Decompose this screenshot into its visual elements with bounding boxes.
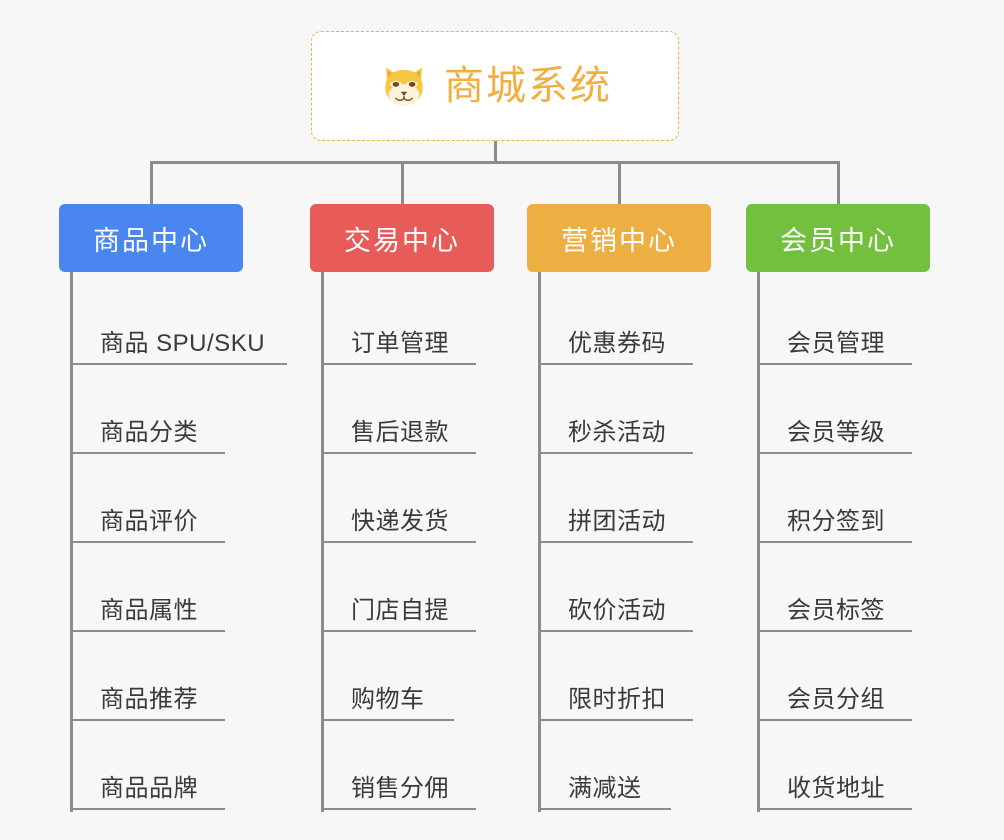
list-item[interactable]: 秒杀活动 — [539, 365, 693, 454]
connector-drop-3 — [618, 161, 621, 206]
list-item[interactable]: 积分签到 — [758, 454, 912, 543]
category-column-3: 会员中心 会员管理 会员等级 积分签到 会员标签 会员分组 收货地址 — [746, 204, 930, 812]
category-items-2: 优惠券码 秒杀活动 拼团活动 砍价活动 限时折扣 满减送 — [527, 272, 711, 812]
list-item[interactable]: 门店自提 — [322, 543, 476, 632]
list-item-label: 门店自提 — [351, 597, 449, 624]
list-item[interactable]: 售后退款 — [322, 365, 476, 454]
shiba-dog-face-icon — [385, 67, 423, 106]
category-label: 营销中心 — [561, 225, 677, 256]
list-item[interactable]: 限时折扣 — [539, 632, 693, 721]
connector-root-stem — [494, 141, 497, 163]
category-header-0[interactable]: 商品中心 — [59, 204, 243, 272]
category-label: 交易中心 — [344, 225, 460, 256]
list-item[interactable]: 优惠券码 — [539, 276, 693, 365]
list-item[interactable]: 订单管理 — [322, 276, 476, 365]
list-item-label: 快递发货 — [351, 508, 449, 535]
list-item-label: 积分签到 — [787, 508, 885, 535]
category-label: 商品中心 — [93, 225, 209, 256]
list-item[interactable]: 砍价活动 — [539, 543, 693, 632]
connector-horizontal-bus — [150, 161, 840, 164]
list-item-label: 会员等级 — [787, 419, 885, 446]
list-item[interactable]: 商品分类 — [71, 365, 225, 454]
list-item[interactable]: 满减送 — [539, 721, 671, 810]
list-item-label: 商品 SPU/SKU — [100, 330, 266, 357]
list-item-label: 砍价活动 — [568, 597, 666, 624]
list-item-label: 秒杀活动 — [568, 419, 666, 446]
list-item[interactable]: 会员等级 — [758, 365, 912, 454]
list-item[interactable]: 商品 SPU/SKU — [71, 276, 287, 365]
list-item[interactable]: 销售分佣 — [322, 721, 476, 810]
list-item[interactable]: 商品评价 — [71, 454, 225, 543]
connector-drop-1 — [150, 161, 153, 206]
list-item[interactable]: 商品品牌 — [71, 721, 225, 810]
root-node[interactable]: 商城系统 — [311, 31, 679, 141]
category-header-1[interactable]: 交易中心 — [310, 204, 494, 272]
category-header-2[interactable]: 营销中心 — [527, 204, 711, 272]
root-title: 商城系统 — [444, 64, 612, 108]
list-item[interactable]: 商品属性 — [71, 543, 225, 632]
category-header-3[interactable]: 会员中心 — [746, 204, 930, 272]
list-item[interactable]: 会员管理 — [758, 276, 912, 365]
category-label: 会员中心 — [780, 225, 896, 256]
list-item[interactable]: 拼团活动 — [539, 454, 693, 543]
list-item[interactable]: 快递发货 — [322, 454, 476, 543]
connector-drop-2 — [401, 161, 404, 206]
list-item-label: 限时折扣 — [568, 686, 666, 713]
list-item[interactable]: 会员标签 — [758, 543, 912, 632]
connector-drop-4 — [837, 161, 840, 206]
list-item-label: 满减送 — [568, 775, 642, 802]
category-column-1: 交易中心 订单管理 售后退款 快递发货 门店自提 购物车 销售分佣 — [310, 204, 494, 812]
list-item[interactable]: 收货地址 — [758, 721, 912, 810]
category-column-2: 营销中心 优惠券码 秒杀活动 拼团活动 砍价活动 限时折扣 满减送 — [527, 204, 711, 812]
list-item-label: 商品品牌 — [100, 775, 198, 802]
list-item-label: 会员分组 — [787, 686, 885, 713]
category-items-0: 商品 SPU/SKU 商品分类 商品评价 商品属性 商品推荐 商品品牌 — [59, 272, 287, 812]
list-item-label: 售后退款 — [351, 419, 449, 446]
list-item-label: 商品评价 — [100, 508, 198, 535]
list-item-label: 商品分类 — [100, 419, 198, 446]
list-item-label: 商品推荐 — [100, 686, 198, 713]
list-item[interactable]: 会员分组 — [758, 632, 912, 721]
list-item-label: 销售分佣 — [351, 775, 449, 802]
list-item-label: 购物车 — [351, 686, 425, 713]
list-item-label: 商品属性 — [100, 597, 198, 624]
list-item[interactable]: 商品推荐 — [71, 632, 225, 721]
list-item-label: 会员管理 — [787, 330, 885, 357]
list-item-label: 会员标签 — [787, 597, 885, 624]
list-item-label: 订单管理 — [351, 330, 449, 357]
list-item[interactable]: 购物车 — [322, 632, 454, 721]
category-column-0: 商品中心 商品 SPU/SKU 商品分类 商品评价 商品属性 商品推荐 商品品牌 — [59, 204, 287, 812]
category-items-3: 会员管理 会员等级 积分签到 会员标签 会员分组 收货地址 — [746, 272, 930, 812]
category-items-1: 订单管理 售后退款 快递发货 门店自提 购物车 销售分佣 — [310, 272, 494, 812]
list-item-label: 收货地址 — [787, 775, 885, 802]
list-item-label: 拼团活动 — [568, 508, 666, 535]
list-item-label: 优惠券码 — [568, 330, 666, 357]
